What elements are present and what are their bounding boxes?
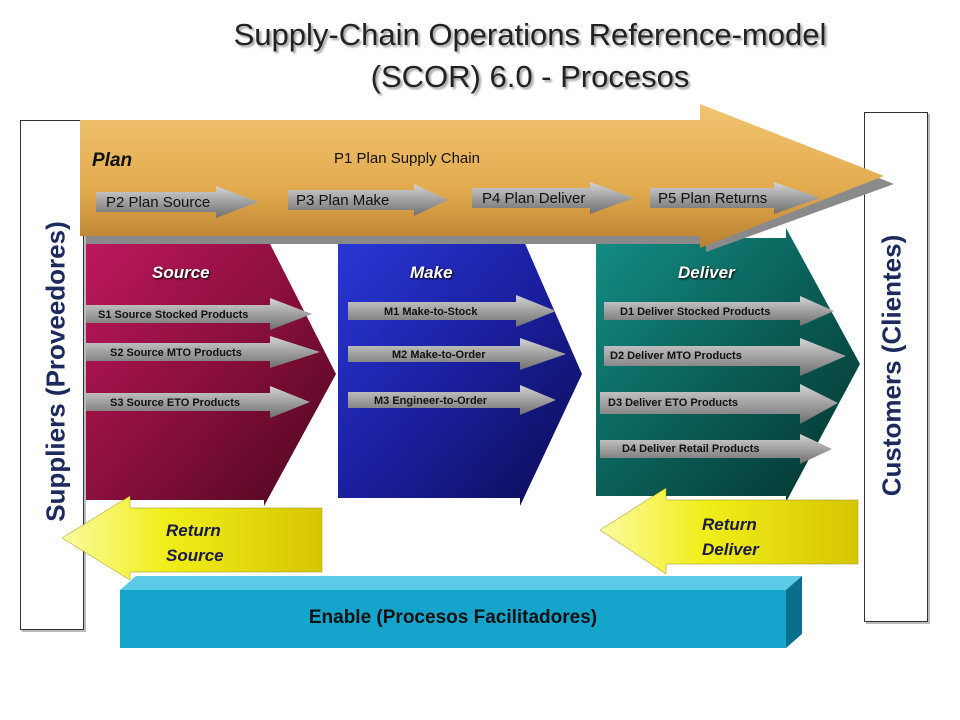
- diagram-title-line1: Supply-Chain Operations Reference-model: [233, 17, 827, 52]
- s2-label: S2 Source MTO Products: [110, 347, 242, 359]
- s1-label: S1 Source Stocked Products: [98, 309, 249, 321]
- s1-arrow: [86, 298, 312, 330]
- suppliers-label: Suppliers (Proveedores): [40, 221, 71, 522]
- enable-bar-front: [120, 590, 786, 648]
- p2-label: P2 Plan Source: [106, 194, 211, 211]
- d4-arrow: [600, 434, 832, 464]
- m2-arrow: [348, 338, 566, 370]
- make-label: Make: [410, 263, 453, 282]
- diagram-title-line2: (SCOR) 6.0 - Procesos: [370, 59, 690, 94]
- return-deliver-arrow: [599, 487, 859, 575]
- plan-label: Plan: [92, 150, 133, 171]
- p4-arrow: [472, 182, 634, 214]
- m3-arrow: [348, 385, 556, 415]
- m2-label: M2 Make-to-Order: [392, 349, 486, 361]
- return-source-arrow: [61, 495, 323, 581]
- plan-arrow: [80, 104, 884, 248]
- d1-arrow: [604, 296, 834, 326]
- d2-arrow: [604, 338, 846, 376]
- p4-label: P4 Plan Deliver: [482, 190, 586, 207]
- p3-arrow: [288, 184, 448, 216]
- customers-label: Customers (Clientes): [876, 234, 907, 497]
- p1-label: P1 Plan Supply Chain: [334, 150, 480, 167]
- source-label: Source: [152, 263, 210, 282]
- return-source-label-line1: Return: [166, 521, 221, 540]
- d4-label: D4 Deliver Retail Products: [622, 443, 760, 455]
- p5-arrow: [650, 182, 820, 214]
- enable-label: Enable (Procesos Facilitadores): [308, 607, 598, 628]
- enable-bar-side: [786, 576, 802, 648]
- enable-bar-top: [120, 576, 802, 590]
- return-source-label-line2: Source: [166, 546, 224, 565]
- p3-label: P3 Plan Make: [296, 192, 390, 209]
- d3-arrow: [600, 384, 838, 424]
- return-deliver-label-line1: Return: [702, 515, 757, 534]
- p5-label: P5 Plan Returns: [658, 190, 768, 207]
- s3-label: S3 Source ETO Products: [110, 397, 241, 409]
- s3-arrow: [86, 386, 310, 418]
- s2-arrow: [86, 336, 320, 368]
- deliver-label: Deliver: [678, 263, 735, 282]
- p2-arrow: [96, 186, 258, 218]
- m1-arrow: [348, 295, 556, 327]
- d3-label: D3 Deliver ETO Products: [608, 397, 739, 409]
- m3-label: M3 Engineer-to-Order: [374, 395, 488, 407]
- customers-box: [864, 112, 928, 622]
- return-deliver-label-line2: Deliver: [702, 540, 759, 559]
- d2-label: D2 Deliver MTO Products: [610, 350, 742, 362]
- d1-label: D1 Deliver Stocked Products: [620, 306, 771, 318]
- make-arrow: [338, 232, 582, 506]
- m1-label: M1 Make-to-Stock: [384, 306, 478, 318]
- source-arrow: [86, 232, 336, 506]
